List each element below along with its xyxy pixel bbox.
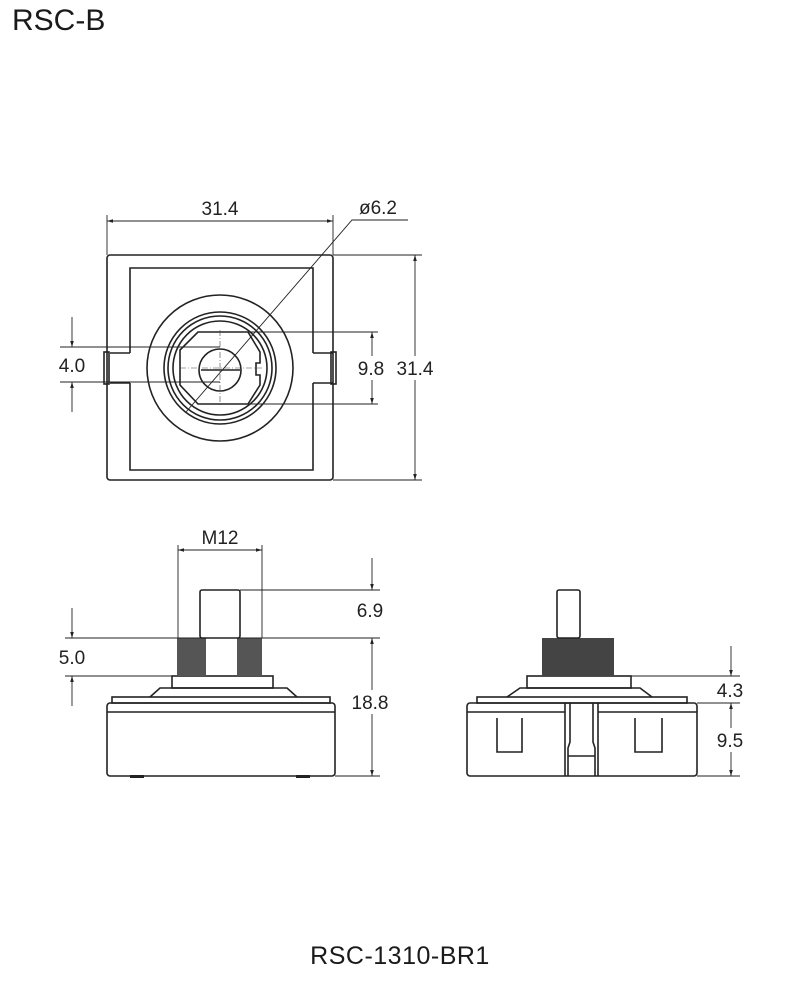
side-view: M12 6.9 18.8 5.0 xyxy=(59,528,392,778)
drawing-title: RSC-B xyxy=(12,4,106,37)
dim-notch-width: 4.0 xyxy=(59,356,85,377)
dim-total-height: 18.8 xyxy=(352,693,389,714)
top-view: 31.4 ø6.2 31.4 9.8 4.0 xyxy=(59,198,435,481)
dim-thread-length: 5.0 xyxy=(59,648,85,669)
dim-shaft-diameter: ø6.2 xyxy=(359,198,397,219)
model-number: RSC-1310-BR1 xyxy=(310,942,490,970)
front-view: 4.3 9.5 xyxy=(466,589,748,777)
dim-body-height: 9.5 xyxy=(717,731,743,752)
dim-slot-width: 9.8 xyxy=(358,359,384,380)
dim-shaft-length: 6.9 xyxy=(357,601,383,622)
dim-top-width: 31.4 xyxy=(202,199,239,220)
dim-top-height: 31.4 xyxy=(397,359,434,380)
dim-thread: M12 xyxy=(202,528,239,549)
dim-collar-height: 4.3 xyxy=(717,681,743,702)
